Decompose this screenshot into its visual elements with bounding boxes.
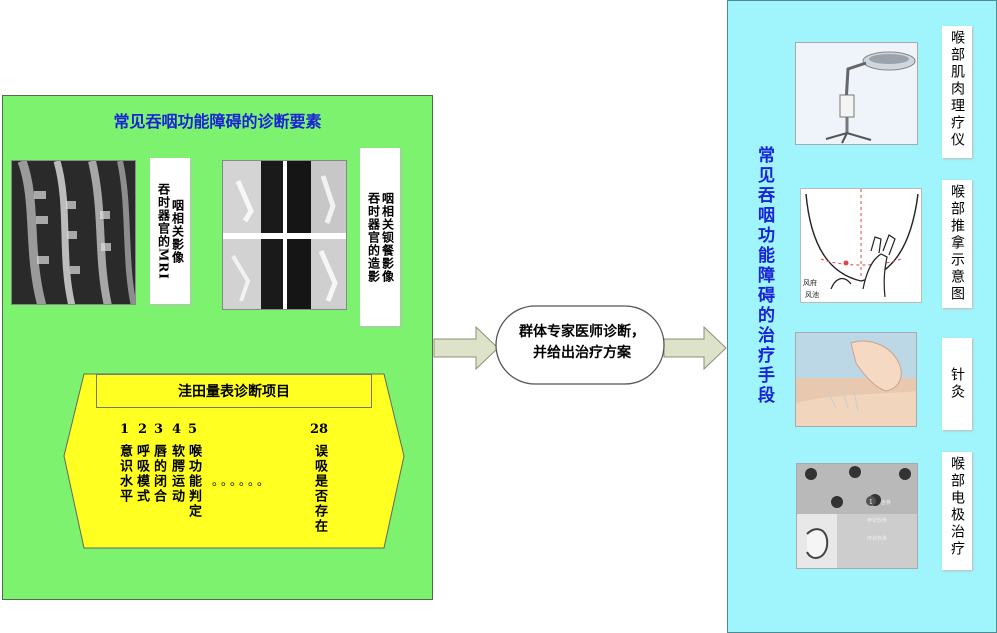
massage-diagram-graphic: 风府 风池 — [801, 189, 921, 302]
item-num-1: 1 — [120, 422, 130, 437]
expert-diagnosis-node — [495, 305, 665, 385]
expert-diagnosis-text: 群体专家医师诊断， 并给出治疗方案 — [497, 322, 667, 364]
electrode-label-b: 甲状软骨 — [867, 517, 887, 524]
barium-swallow-image — [222, 160, 347, 310]
item-num-28: 28 — [310, 422, 329, 437]
mri-image — [11, 160, 136, 305]
physiotherapy-lamp-image — [795, 42, 918, 145]
item-text-3: 唇的闭合 — [151, 444, 166, 504]
item-text-4: 软腭运动 — [169, 444, 184, 504]
massage-label-1: 风府 — [803, 278, 817, 287]
barium-label-col1: 吞时器官的造影 — [366, 191, 381, 283]
item-num-4: 4 — [172, 422, 182, 437]
barium-label-col2: 咽相关钡餐影像 — [380, 191, 395, 283]
arrow-right-icon-2 — [663, 325, 727, 371]
acupuncture-image — [795, 332, 917, 427]
items-ellipsis: 。。。。。。 — [212, 474, 273, 488]
mri-label-col1: 吞时器官的MRI — [156, 182, 171, 280]
barium-xray-graphic — [223, 161, 346, 309]
item-num-3: 3 — [154, 422, 164, 437]
arrow-right-icon — [433, 325, 499, 371]
barium-label: 吞时器官的造影 咽相关钡餐影像 — [360, 148, 400, 326]
electrode-label-c: 环状软骨 — [867, 535, 887, 542]
treatment-label-1: 喉部肌肉理疗仪 — [942, 26, 972, 158]
electrode-graphic: 1 舌骨 甲状软骨 环状软骨 — [797, 464, 917, 568]
electrode-label-a: 舌骨 — [881, 499, 891, 506]
mri-label-col2: 咽相关影像 — [170, 198, 185, 264]
item-text-2: 呼吸模式 — [134, 444, 149, 504]
treatment-label-3: 针灸 — [942, 338, 972, 430]
mri-spine-graphic — [12, 161, 135, 304]
mri-label: 吞时器官的MRI 咽相关影像 — [150, 158, 190, 304]
item-text-28: 误吸是否存在 — [312, 444, 327, 534]
assessment-items: 1 2 3 4 5 28 意识水平 呼吸模式 唇的闭合 软腭运动 喉功能判定 。… — [116, 422, 346, 542]
treatment-label-4: 喉部电极治疗 — [942, 452, 972, 570]
expert-diagnosis-line2: 并给出治疗方案 — [533, 345, 631, 361]
electrode-num-label: 1 — [869, 499, 873, 506]
assessment-title: 洼田量表诊断项目 — [96, 374, 372, 408]
treatment-label-2: 喉部推拿示意图 — [942, 180, 972, 308]
item-text-5: 喉功能判定 — [186, 444, 201, 519]
electrode-therapy-image: 1 舌骨 甲状软骨 环状软骨 — [796, 463, 918, 569]
item-num-2: 2 — [138, 422, 148, 437]
diagnosis-panel-title: 常见吞咽功能障碍的诊断要素 — [113, 112, 322, 131]
massage-diagram-image: 风府 风池 — [800, 188, 922, 303]
acupuncture-graphic — [796, 333, 916, 426]
massage-label-2: 风池 — [805, 290, 819, 299]
assessment-block — [63, 373, 405, 549]
lamp-icon — [796, 43, 917, 144]
expert-diagnosis-line1: 群体专家医师诊断， — [519, 324, 645, 340]
treatment-panel-title: 常见吞咽功能障碍的治疗手段 — [754, 146, 774, 406]
item-num-5: 5 — [188, 422, 198, 437]
item-text-1: 意识水平 — [117, 444, 132, 504]
